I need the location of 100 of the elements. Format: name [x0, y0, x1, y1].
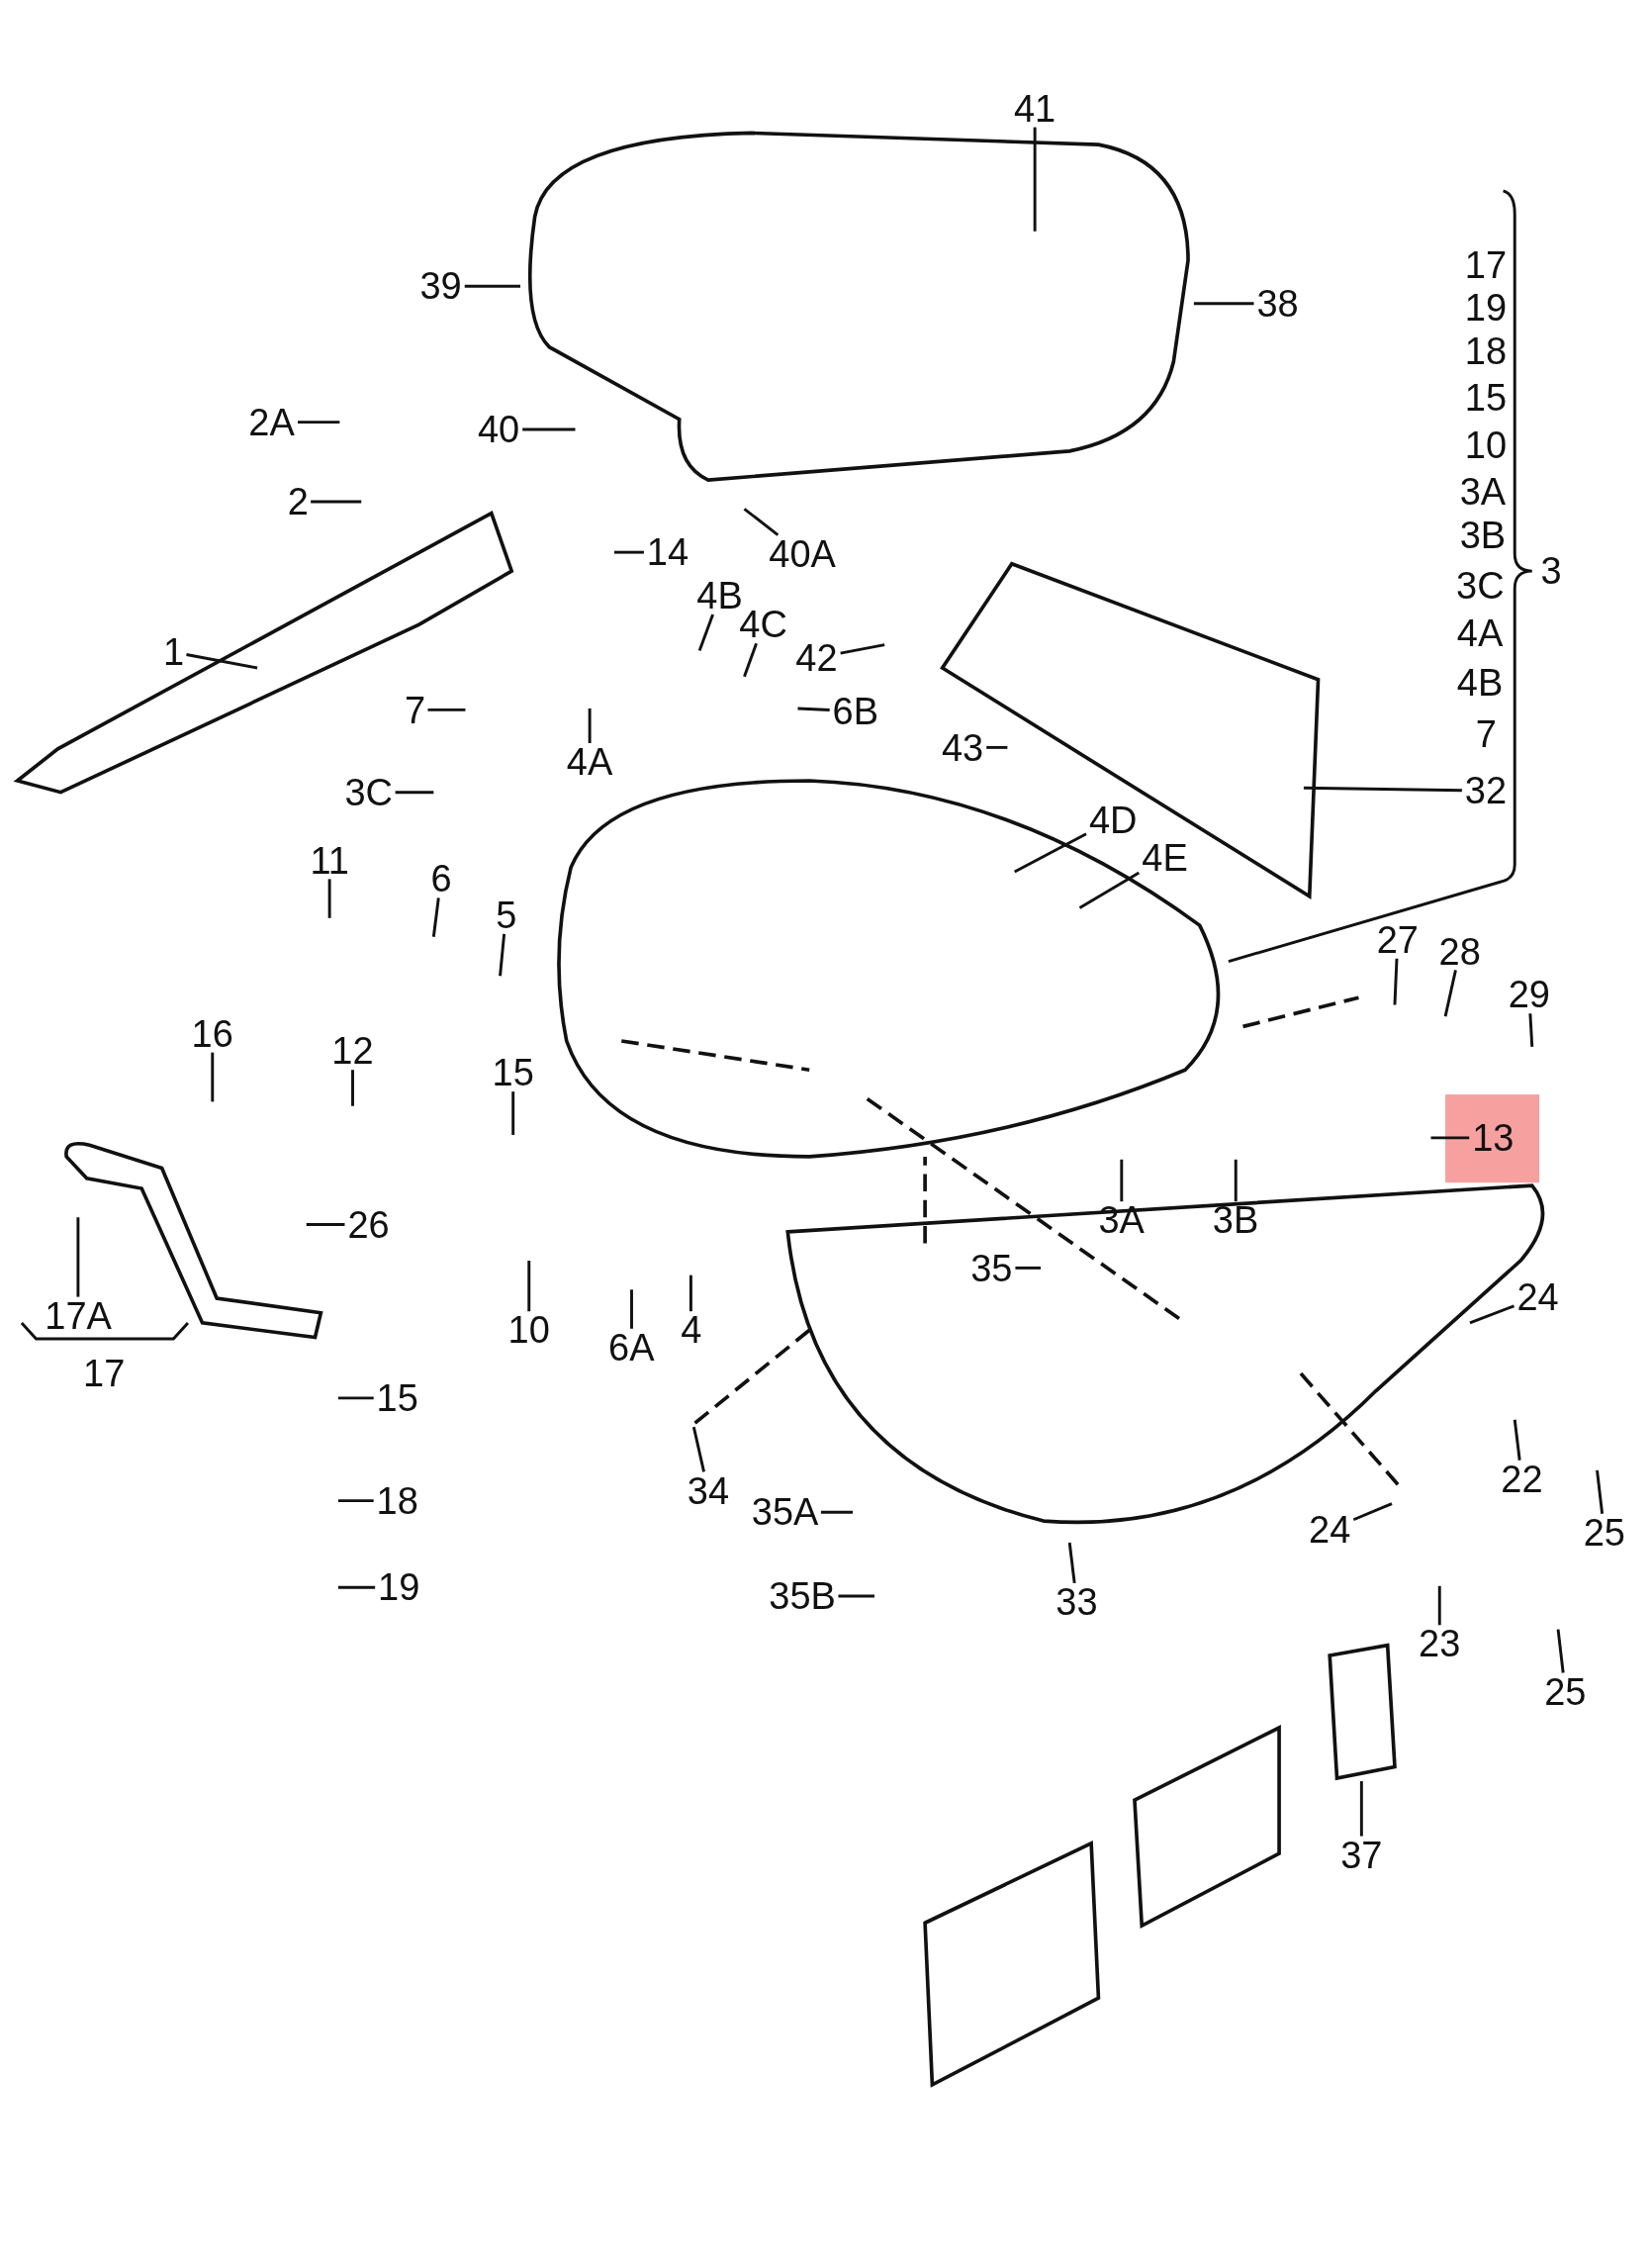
callout-number: 41 — [1011, 89, 1059, 128]
leader-line — [76, 1217, 80, 1297]
callout-number: 27 — [1373, 920, 1422, 959]
callout-number: 3C — [341, 773, 396, 811]
leader-line — [1443, 970, 1457, 1017]
leader-line — [1067, 1542, 1076, 1584]
callout-number: 37 — [1337, 1836, 1386, 1874]
callout-number: 5 — [493, 896, 520, 934]
part-number: 17 — [82, 1355, 127, 1393]
callout-number: 39 — [416, 267, 465, 306]
callout-number: 14 — [643, 533, 691, 572]
leader-line — [691, 1426, 705, 1472]
callout-number: 2 — [284, 483, 312, 520]
part-number: 19 — [1463, 289, 1509, 328]
callout-number: 13 — [1469, 1118, 1517, 1157]
leader-line — [351, 1070, 354, 1106]
callout-number: 4E — [1139, 838, 1191, 877]
callout-number: 35B — [766, 1577, 839, 1616]
leader-line — [986, 745, 1008, 749]
leader-line — [311, 500, 362, 504]
part-number: 4B — [1455, 663, 1505, 702]
leader-line — [499, 933, 506, 977]
callout-number: 24 — [1306, 1510, 1354, 1549]
callout-number: 25 — [1580, 1513, 1628, 1552]
callout-number: 40A — [766, 534, 839, 573]
leader-line — [395, 791, 434, 795]
callout-number: 12 — [328, 1032, 377, 1071]
callout-number: 22 — [1498, 1460, 1546, 1498]
callout-number: 19 — [375, 1568, 423, 1607]
leader-line — [743, 642, 758, 678]
callout-number: 4 — [678, 1311, 705, 1350]
callout-number: 4D — [1086, 801, 1141, 839]
part-number: 3 — [1539, 552, 1563, 591]
callout-number: 2A — [245, 403, 298, 441]
callout-number: 10 — [505, 1311, 553, 1350]
callout-number: 34 — [684, 1471, 732, 1510]
leader-line — [1596, 1469, 1605, 1514]
leader-line — [1078, 871, 1141, 909]
leader-line — [211, 1052, 215, 1102]
callout-number: 7 — [402, 691, 429, 729]
callout-number: 16 — [188, 1014, 236, 1053]
leader-line — [1303, 786, 1462, 793]
part-number: 15 — [1463, 378, 1509, 417]
leader-line — [1556, 1629, 1565, 1673]
leader-line — [820, 1510, 854, 1514]
callout-number: 15 — [489, 1054, 537, 1092]
leader-line — [838, 1594, 874, 1598]
callout-number: 42 — [792, 638, 841, 677]
leader-line — [840, 643, 885, 655]
leader-line — [1469, 1304, 1515, 1325]
callout-number: 38 — [1253, 284, 1302, 323]
leader-line — [511, 1091, 515, 1135]
part-number: 7 — [1474, 715, 1498, 754]
leader-line — [527, 1261, 531, 1312]
callout-number: 18 — [373, 1481, 421, 1520]
leader-line — [464, 284, 520, 288]
callout-number: 24 — [1514, 1277, 1562, 1316]
leader-line — [337, 1396, 374, 1400]
callout-number: 23 — [1416, 1625, 1464, 1663]
leader-line — [1430, 1136, 1470, 1140]
leader-line — [337, 1499, 374, 1503]
callout-number: 28 — [1435, 932, 1484, 971]
leader-line — [630, 1289, 633, 1329]
callout-number: 35A — [748, 1493, 822, 1532]
callout-number: 15 — [373, 1378, 421, 1417]
callout-number: 40 — [474, 410, 523, 448]
callout-number: 6A — [605, 1328, 658, 1367]
part-number: 10 — [1463, 426, 1509, 464]
callout-number: 43 — [939, 728, 987, 767]
leader-line — [588, 708, 592, 743]
leader-line — [1033, 127, 1037, 232]
leader-line — [327, 879, 331, 918]
part-number: 4A — [1455, 614, 1505, 652]
callout-number: 6 — [427, 860, 455, 898]
leader-line — [1120, 1159, 1124, 1202]
callout-number: 17A — [42, 1296, 115, 1335]
callout-number: 32 — [1461, 772, 1510, 810]
leader-line — [743, 508, 780, 536]
leader-line — [697, 614, 714, 651]
callout-number: 3B — [1209, 1201, 1262, 1240]
callout-number: 11 — [307, 841, 352, 880]
callout-number: 4B — [693, 577, 746, 614]
leader-line — [1393, 958, 1399, 1005]
leader-line — [1352, 1502, 1393, 1522]
leader-line — [797, 707, 830, 711]
leader-line — [1513, 1419, 1521, 1461]
callout-number: 4A — [563, 743, 616, 781]
leader-line — [1234, 1159, 1238, 1202]
callout-number: 33 — [1053, 1582, 1101, 1621]
leader-line — [1015, 1266, 1041, 1270]
leader-line — [337, 1585, 376, 1589]
callout-number: 35 — [967, 1249, 1016, 1287]
part-number: 17 — [1463, 245, 1509, 284]
leader-line — [427, 708, 466, 711]
part-number: 18 — [1463, 332, 1509, 371]
leader-line — [1437, 1585, 1441, 1626]
leader-line — [1193, 302, 1254, 306]
leader-line — [613, 550, 644, 554]
callout-number: 29 — [1505, 976, 1553, 1014]
callout-number: 25 — [1541, 1672, 1590, 1711]
